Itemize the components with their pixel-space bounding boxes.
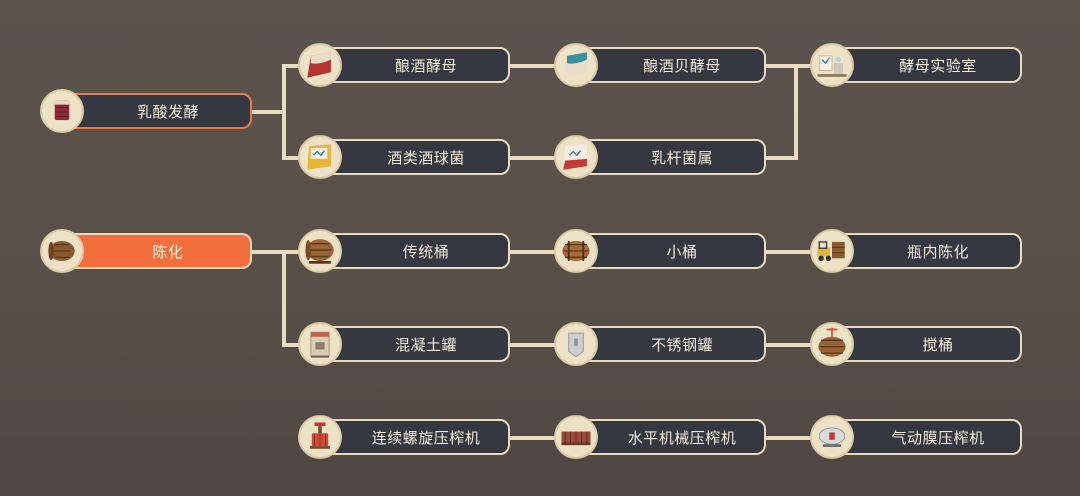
node-yeast-lab[interactable]: 酵母实验室 — [810, 43, 1022, 89]
small-barrel-icon — [554, 229, 598, 273]
node-pill: 气动膜压榨机 — [828, 419, 1022, 455]
barrel-icon — [40, 229, 84, 273]
node-screw-press[interactable]: 连续螺旋压榨机 — [298, 415, 510, 461]
node-stir-barrel[interactable]: 搅桶 — [810, 322, 1022, 368]
node-label: 小桶 — [666, 242, 698, 261]
horizontal-press-icon — [554, 415, 598, 459]
stirring-barrel-icon — [810, 322, 854, 366]
node-pill: 小桶 — [572, 233, 766, 269]
node-concrete-tank[interactable]: 混凝土罐 — [298, 322, 510, 368]
bacteria-packet-yellow-icon — [298, 135, 342, 179]
node-pill: 搅桶 — [828, 326, 1022, 362]
node-label: 搅桶 — [922, 335, 954, 354]
node-brewer-yeast[interactable]: 酿酒贝酵母 — [554, 43, 766, 89]
screw-press-icon — [298, 415, 342, 459]
connector-lactic-branch — [250, 64, 302, 160]
node-pill: 水平机械压榨机 — [572, 419, 766, 455]
wine-glass-icon — [40, 89, 84, 133]
node-pill: 酿酒酵母 — [316, 47, 510, 83]
node-wine-yeast[interactable]: 酿酒酵母 — [298, 43, 510, 89]
node-label: 酒类酒球菌 — [387, 148, 465, 167]
node-label: 乳杆菌属 — [650, 148, 713, 167]
node-label: 瓶内陈化 — [906, 242, 969, 261]
node-label: 乳酸发酵 — [136, 102, 199, 121]
node-steel-tank[interactable]: 不锈钢罐 — [554, 322, 766, 368]
node-pill: 酵母实验室 — [828, 47, 1022, 83]
connector-aging-branch — [250, 250, 302, 347]
node-small-barrel[interactable]: 小桶 — [554, 229, 766, 275]
steel-tank-icon — [554, 322, 598, 366]
node-label: 水平机械压榨机 — [627, 428, 737, 447]
node-label: 陈化 — [152, 242, 184, 261]
node-lactic-fermentation[interactable]: 乳酸发酵 — [40, 89, 252, 135]
node-traditional-barrel[interactable]: 传统桶 — [298, 229, 510, 275]
node-pill: 连续螺旋压榨机 — [316, 419, 510, 455]
pneumatic-press-icon — [810, 415, 854, 459]
node-lactobacillus[interactable]: 乳杆菌属 — [554, 135, 766, 181]
yeast-packet-red-icon — [298, 43, 342, 87]
node-label: 连续螺旋压榨机 — [371, 428, 481, 447]
node-horizontal-press[interactable]: 水平机械压榨机 — [554, 415, 766, 461]
node-pneumatic-press[interactable]: 气动膜压榨机 — [810, 415, 1022, 461]
node-pill: 不锈钢罐 — [572, 326, 766, 362]
node-pill: 混凝土罐 — [316, 326, 510, 362]
node-pill: 陈化 — [58, 233, 252, 269]
lab-microscope-icon — [810, 43, 854, 87]
node-pill: 传统桶 — [316, 233, 510, 269]
node-label: 气动膜压榨机 — [891, 428, 985, 447]
forklift-icon — [810, 229, 854, 273]
barrel-stand-icon — [298, 229, 342, 273]
connector-to-yeast-lab — [764, 64, 814, 160]
bacteria-packet-red-icon — [554, 135, 598, 179]
node-oenococcus[interactable]: 酒类酒球菌 — [298, 135, 510, 181]
node-pill: 瓶内陈化 — [828, 233, 1022, 269]
node-pill: 酒类酒球菌 — [316, 139, 510, 175]
node-label: 混凝土罐 — [394, 335, 457, 354]
node-label: 酿酒酵母 — [394, 56, 457, 75]
concrete-tank-icon — [298, 322, 342, 366]
node-bottle-aging[interactable]: 瓶内陈化 — [810, 229, 1022, 275]
node-aging[interactable]: 陈化 — [40, 229, 252, 275]
node-pill: 酿酒贝酵母 — [572, 47, 766, 83]
node-label: 传统桶 — [402, 242, 450, 261]
node-pill: 乳杆菌属 — [572, 139, 766, 175]
node-pill: 乳酸发酵 — [58, 93, 252, 129]
yeast-packet-teal-icon — [554, 43, 598, 87]
node-label: 酵母实验室 — [899, 56, 977, 75]
node-label: 酿酒贝酵母 — [643, 56, 721, 75]
node-label: 不锈钢罐 — [650, 335, 713, 354]
